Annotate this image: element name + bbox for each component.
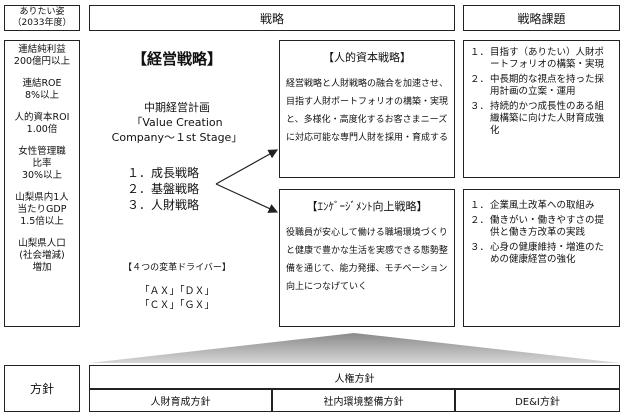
foundation-triangle [89, 333, 620, 363]
management-strategy-title: 【経営戦略】 [131, 50, 222, 68]
human-capital-body: 経営戦略と人財戦略の融合を加速させ、目指す人財ポートフォリオの構築・実現と、多様… [286, 79, 449, 143]
goal-value: 増加 [32, 262, 52, 273]
policy-workplace-environment: 社内環境整備方針 [272, 389, 455, 412]
drivers-list: 「ＡＸ」「ＤＸ」 「ＣＸ」「ＧＸ」 [89, 285, 265, 313]
policy-dei: DE&I方針 [455, 389, 620, 412]
goal-label: 女性管理職 [18, 146, 66, 157]
drivers-title: 【４つの変革ドライバー】 [123, 263, 231, 273]
goals-column: 連結純利益 200億円以上 連結ROE 8%以上 人的資本ROI 1.00倍 女… [4, 40, 80, 327]
challenge-item: １．目指す（ありたい）人財ポートフォリオの構築・実現 [470, 47, 605, 70]
plan-line: Company～１st Stage」 [111, 131, 243, 144]
challenges-header: 戦略課題 [463, 5, 620, 31]
policy-human-rights: 人権方針 [89, 365, 620, 389]
challenge-item: ３．心身の健康維持・増進のための健康経営の強化 [470, 242, 605, 265]
goals-header: ありたい姿 （2033年度） [4, 5, 80, 31]
driver-line: 「ＣＸ」「ＧＸ」 [139, 300, 215, 311]
goal-label: 山梨県内1人 [15, 192, 69, 203]
policy-human-resource-development: 人財育成方針 [89, 389, 272, 412]
goal-label: 当たりGDP [17, 204, 67, 215]
goal-value: 1.00倍 [26, 124, 58, 135]
management-strategy: 【経営戦略】 中期経営計画 「Value Creation Company～１s… [89, 40, 265, 327]
challenge-item: ２．中長期的な視点を持った採用計画の立案・運用 [470, 74, 605, 97]
goals-header-line2: （2033年度） [12, 18, 72, 28]
goals-header-line1: ありたい姿 [19, 7, 65, 17]
goal-net-profit: 連結純利益 200億円以上 [7, 44, 77, 68]
goal-label: (社会増減) [19, 250, 65, 261]
goal-label: 連結ROE [22, 78, 62, 89]
goal-gdp-per-capita: 山梨県内1人 当たりGDP 1.5倍以上 [7, 192, 77, 228]
plan-line: 「Value Creation [131, 116, 223, 129]
strategy-item-human: ３．人財戦略 [127, 198, 200, 212]
strategy-item-foundation: ２．基盤戦略 [127, 182, 200, 196]
goal-population: 山梨県人口 (社会増減) 増加 [7, 238, 77, 274]
challenge-item: １．企業風土改革への取組み [470, 200, 595, 211]
mid-term-plan: 中期経営計画 「Value Creation Company～１st Stage… [89, 100, 265, 145]
challenge-item: ３．持続的かつ成長性のある組織構築に向けた人財育成強化 [470, 101, 605, 136]
human-capital-strategy: 【人的資本戦略】 経営戦略と人財戦略の融合を加速させ、目指す人財ポートフォリオの… [279, 40, 455, 178]
challenges-engagement: １．企業風土改革への取組み ２．働きがい・働きやすさの提供と働き方改革の実践 ３… [463, 189, 620, 327]
challenges-human-capital: １．目指す（ありたい）人財ポートフォリオの構築・実現 ２．中長期的な視点を持った… [463, 40, 620, 178]
goal-value: 30%以上 [21, 170, 63, 181]
driver-line: 「ＡＸ」「ＤＸ」 [139, 286, 215, 297]
goal-label: 山梨県人口 [18, 238, 66, 249]
policy-label: 方針 [4, 365, 80, 412]
arrow-to-human-capital [215, 149, 279, 185]
goal-label: 連結純利益 [18, 44, 66, 55]
goal-female-managers: 女性管理職 比率 30%以上 [7, 146, 77, 182]
goal-label: 人的資本ROI [14, 112, 70, 123]
challenge-item: ２．働きがい・働きやすさの提供と働き方改革の実践 [470, 215, 605, 238]
arrow-to-engagement [215, 183, 279, 213]
engagement-strategy: 【ｴﾝｹﾞｰｼﾞﾒﾝﾄ向上戦略】 役職員が安心して働ける職場環境づくりと健康で豊… [279, 189, 455, 327]
strategy-item-growth: １．成長戦略 [127, 166, 200, 180]
engagement-title: 【ｴﾝｹﾞｰｼﾞﾒﾝﾄ向上戦略】 [306, 200, 428, 213]
strategy-list: １．成長戦略 ２．基盤戦略 ３．人財戦略 [127, 165, 199, 213]
human-capital-title: 【人的資本戦略】 [323, 51, 411, 64]
strategy-header: 戦略 [89, 5, 455, 31]
goal-label: 比率 [32, 158, 52, 169]
goal-value: 8%以上 [24, 90, 60, 101]
goal-roe: 連結ROE 8%以上 [7, 78, 77, 102]
goal-value: 200億円以上 [13, 56, 71, 67]
goal-human-capital-roi: 人的資本ROI 1.00倍 [7, 112, 77, 136]
engagement-body: 役職員が安心して働ける職場環境づくりと健康で豊かな生活を実感できる態勢整備を通じ… [286, 228, 448, 292]
goal-value: 1.5倍以上 [20, 216, 64, 227]
plan-line: 中期経営計画 [144, 101, 210, 114]
